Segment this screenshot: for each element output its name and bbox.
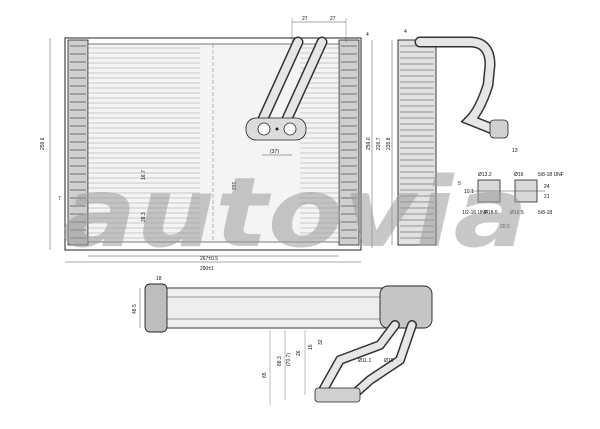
dim-tube-label: 16.7 bbox=[141, 170, 147, 180]
front-view: 290±1 267±0.5 259.6 259.0 231 27 27 (37)… bbox=[40, 16, 382, 272]
detail-thread3: 5/8-18 bbox=[538, 210, 552, 216]
dim-bottom-a: 65 bbox=[262, 372, 268, 378]
side-view-frame bbox=[397, 39, 437, 246]
dim-side-bend: 13 bbox=[512, 148, 518, 154]
dim-bottom-b: 88.3 bbox=[277, 356, 283, 366]
bottom-view: 48.5 18 65 88.3 (70.7) 26 15 32 Ø11.1 Ø1… bbox=[132, 276, 433, 405]
dim-core-height-right: 259.0 bbox=[366, 137, 372, 150]
dim-height-mid: 231 bbox=[232, 181, 238, 190]
dim-bottom-e: 15 bbox=[308, 344, 314, 350]
dim-core-width: 267±0.5 bbox=[200, 256, 218, 262]
dim-bottom-flange: 18 bbox=[156, 276, 162, 282]
side-view-ribs bbox=[400, 45, 434, 239]
detail-thread2: 1/2-16 UNF bbox=[462, 210, 488, 216]
dim-pipe-spacing-right: 27 bbox=[330, 16, 336, 22]
detail-dim6: 24 bbox=[544, 184, 550, 190]
bottom-left-cap bbox=[144, 283, 168, 333]
fitting-detail: Ø13.2 Ø16 5/8-18 UNF 1/2-16 UNF 5/8-18 1… bbox=[458, 172, 564, 230]
detail-dim2: 20.5 bbox=[500, 224, 510, 230]
front-view-frame bbox=[64, 37, 362, 251]
side-view: 235.8 4 13 bbox=[386, 29, 518, 246]
detail-dim4: Ø18.5 bbox=[484, 210, 498, 216]
dim-bottom-h: Ø16 bbox=[384, 358, 394, 364]
detail-dim5: Ø19.5 bbox=[510, 210, 524, 216]
pipe-assembly bbox=[245, 36, 328, 141]
dim-pipe-spacing-left: 27 bbox=[302, 16, 308, 22]
dim-small-a: 4 bbox=[366, 32, 369, 38]
dim-flange-spacing: (37) bbox=[270, 149, 279, 155]
watermark: autovia bbox=[62, 157, 528, 269]
bottom-right-block bbox=[379, 285, 433, 329]
detail-dim3: 5 bbox=[458, 181, 461, 187]
detail-dim1: 10.1 bbox=[464, 189, 474, 195]
bottom-view-body bbox=[147, 287, 404, 329]
dim-bottom-d: 26 bbox=[296, 350, 302, 356]
detail-dim7: 21 bbox=[544, 194, 550, 200]
side-pipe-fitting bbox=[489, 119, 509, 139]
bottom-fitting bbox=[314, 387, 361, 403]
dim-overall-height: 259.6 bbox=[40, 137, 46, 150]
dim-side-top: 4 bbox=[404, 29, 407, 35]
dim-small-b: 7 bbox=[58, 196, 61, 202]
dim-overall-width: 290±1 bbox=[200, 266, 214, 272]
detail-thread1: 5/8-18 UNF bbox=[538, 172, 564, 178]
dim-inner-right: 226.7 bbox=[376, 137, 382, 150]
detail-d1: Ø13.2 bbox=[478, 172, 492, 178]
detail-d2: Ø16 bbox=[514, 172, 524, 178]
flange-port-right bbox=[283, 122, 297, 136]
tank-ribs bbox=[70, 45, 357, 239]
dim-side-height: 235.8 bbox=[386, 137, 392, 150]
dim-bottom-c: (70.7) bbox=[286, 353, 292, 366]
flange-port-left bbox=[257, 122, 271, 136]
dim-fin-label: 28.3 bbox=[141, 212, 147, 222]
dim-bottom-depth: 48.5 bbox=[132, 304, 138, 314]
dim-bottom-g: Ø11.1 bbox=[358, 358, 371, 364]
dim-bottom-f: 32 bbox=[318, 339, 324, 345]
